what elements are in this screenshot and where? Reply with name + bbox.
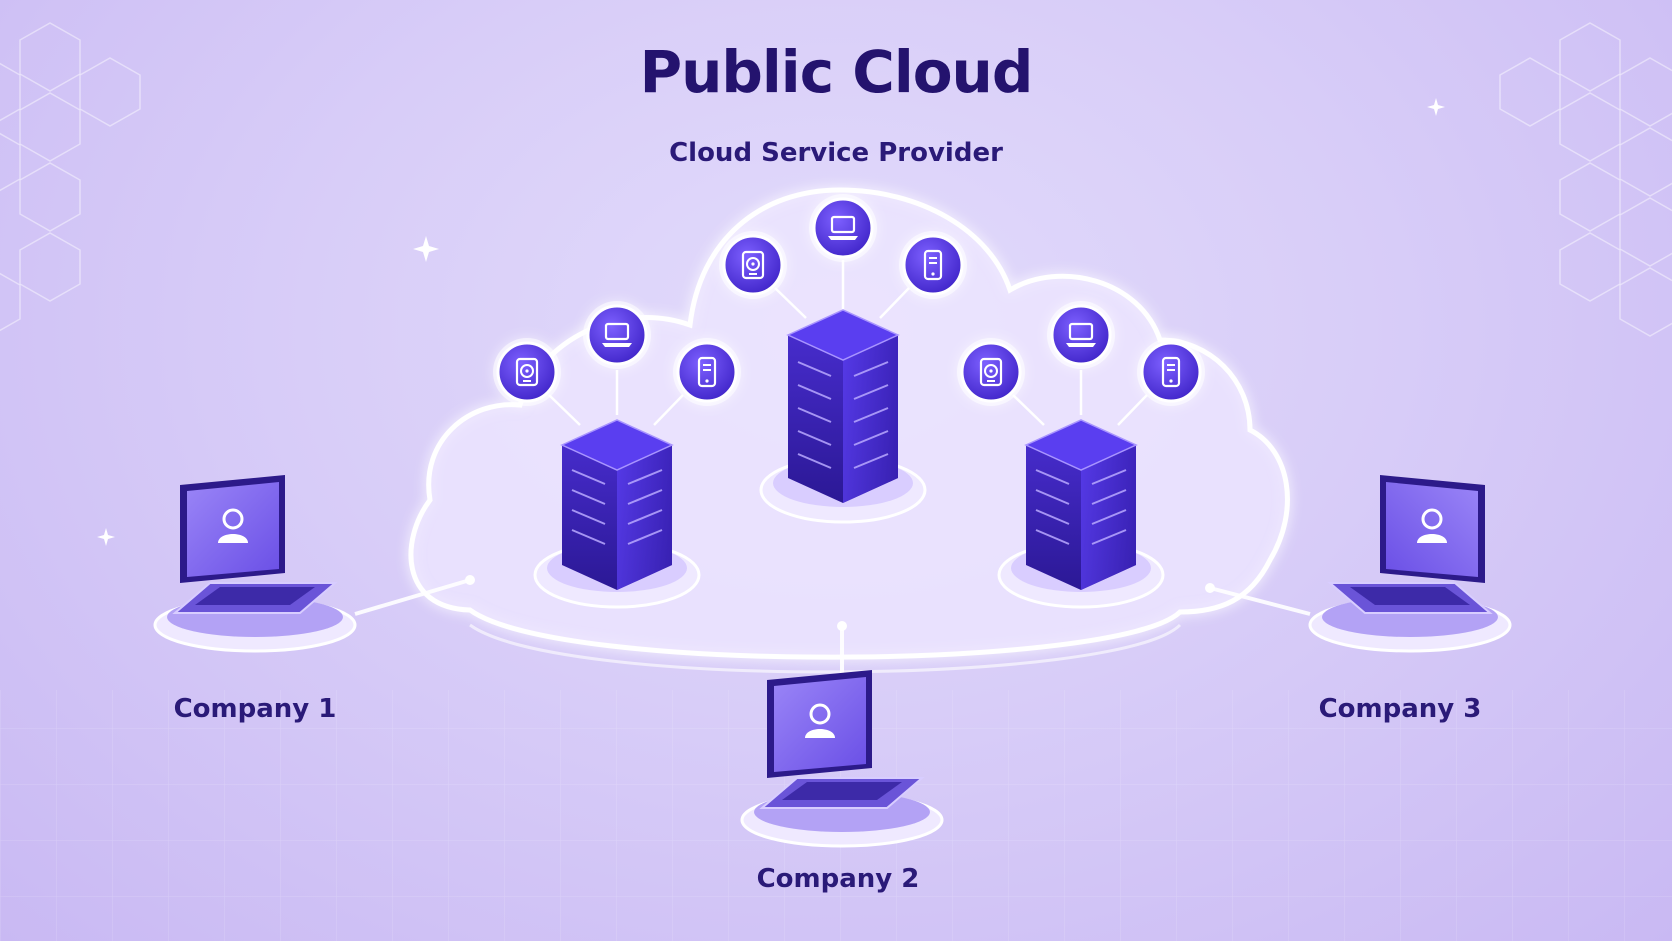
hexagon-pattern-left (0, 22, 141, 332)
laptop-icon (809, 194, 877, 262)
subtitle: Cloud Service Provider (669, 138, 1003, 168)
company-2-label: Company 2 (756, 864, 920, 894)
server-group-left (533, 370, 701, 609)
client-laptops (153, 475, 1512, 848)
company-3-label: Company 3 (1318, 694, 1482, 724)
company-1-laptop (153, 475, 357, 653)
company-2-laptop (740, 670, 944, 848)
company-1-label: Company 1 (173, 694, 337, 724)
hard-drive-icon (719, 231, 787, 299)
hexagon-pattern-right (1499, 22, 1672, 337)
link-dots (465, 575, 1215, 631)
mobile-device-icon (1137, 338, 1205, 406)
company-3-laptop (1308, 475, 1512, 653)
server-group-center (759, 260, 927, 524)
server-group-right (997, 370, 1165, 609)
user-icon (218, 508, 248, 543)
hard-drive-icon (957, 338, 1025, 406)
service-icon-nodes (493, 194, 1205, 406)
user-icon (805, 703, 835, 738)
sparkle-icons (97, 98, 1445, 546)
mobile-device-icon (899, 231, 967, 299)
laptop-icon (1047, 301, 1115, 369)
mobile-device-icon (673, 338, 741, 406)
laptop-icon (583, 301, 651, 369)
hard-drive-icon (493, 338, 561, 406)
page-title: Public Cloud (639, 38, 1034, 106)
user-icon (1417, 508, 1447, 543)
